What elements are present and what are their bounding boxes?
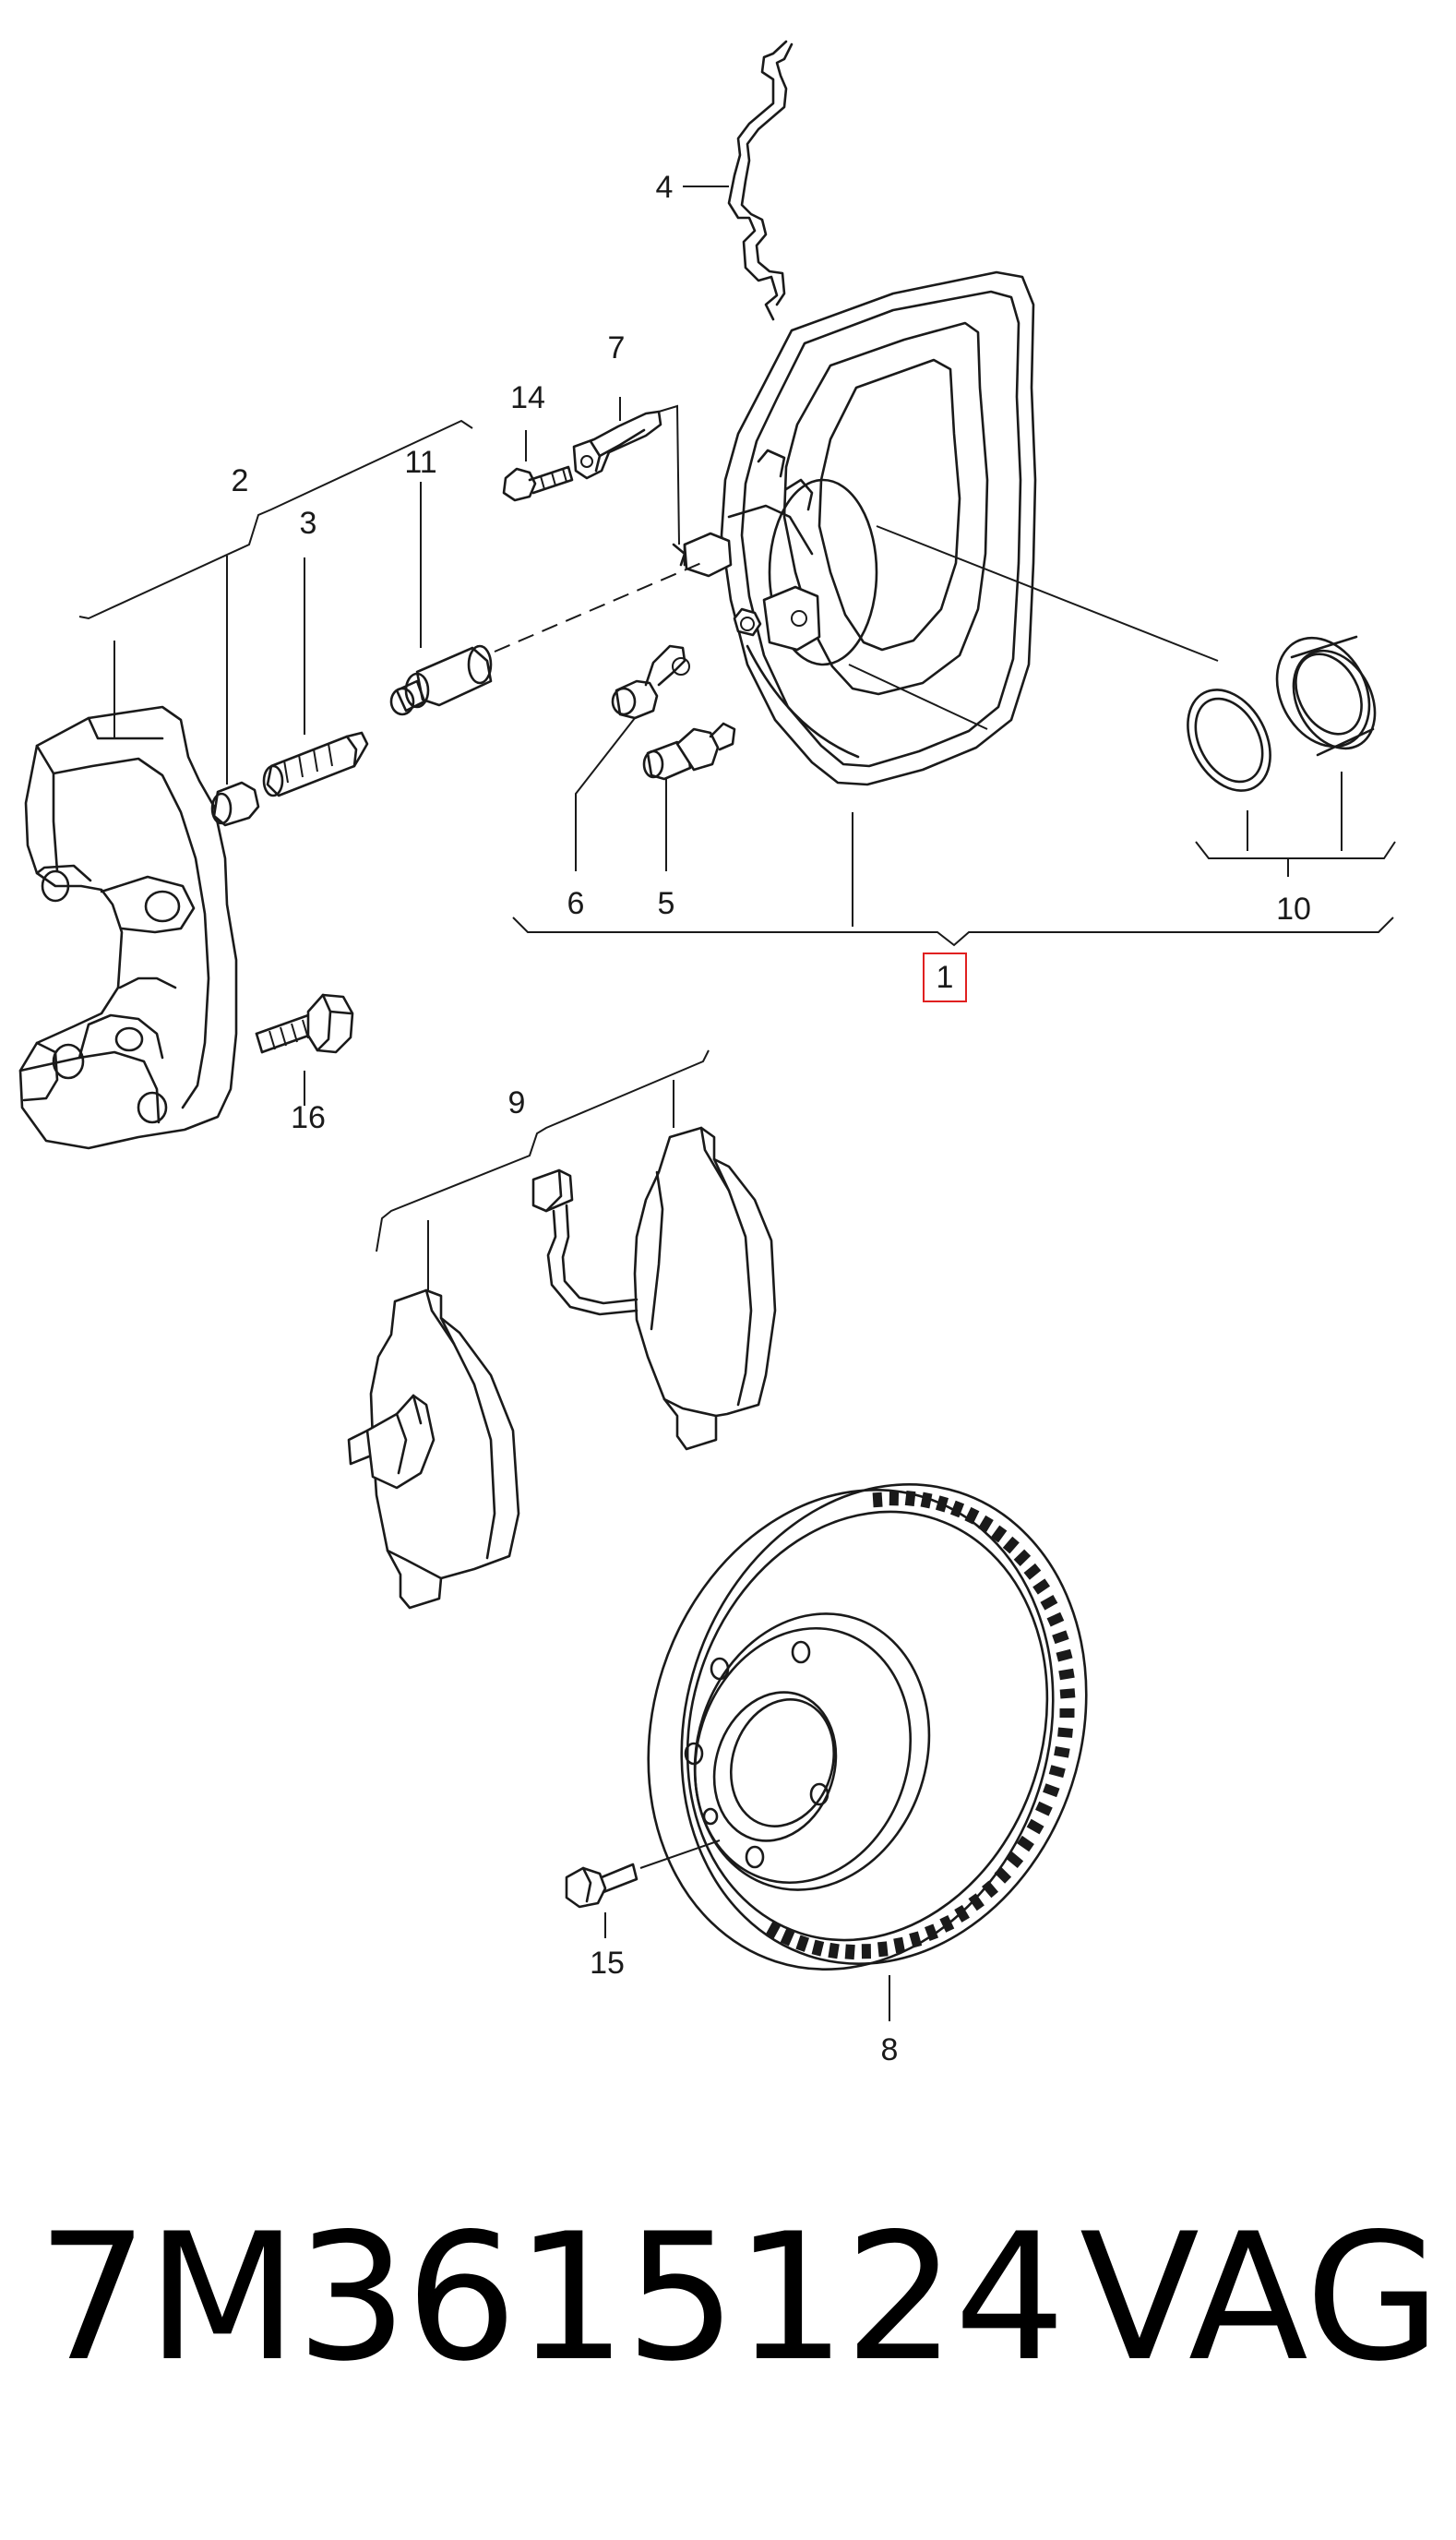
disc-vent-slot bbox=[1054, 1745, 1070, 1758]
disc-vent-slot bbox=[1006, 1851, 1024, 1869]
callout-8[interactable]: 8 bbox=[881, 2032, 899, 2067]
disc-vent-slot bbox=[893, 1936, 905, 1954]
part-number-caption: 7M3615124 bbox=[37, 2196, 1066, 2400]
callout-10[interactable]: 10 bbox=[1276, 892, 1311, 927]
disc-vent-slot bbox=[811, 1939, 825, 1957]
disc-vent-slot bbox=[828, 1942, 840, 1959]
part-1-leaders bbox=[512, 525, 1394, 947]
callout-7[interactable]: 7 bbox=[608, 330, 626, 365]
disc-vent-slot bbox=[1059, 1688, 1076, 1699]
callout-15[interactable]: 15 bbox=[590, 1946, 625, 1981]
callout-6[interactable]: 6 bbox=[567, 886, 585, 921]
part-1-caliper-housing bbox=[683, 270, 1037, 786]
part-4-guard-strip bbox=[727, 40, 794, 321]
disc-vent-slot bbox=[861, 1944, 872, 1959]
disc-vent-slot bbox=[954, 1904, 970, 1923]
disc-vent-slot bbox=[780, 1928, 795, 1947]
part-10-seal-kit bbox=[1187, 635, 1396, 877]
disc-vent-slot bbox=[795, 1935, 810, 1952]
part-6-bleed-cap bbox=[575, 644, 690, 871]
disc-vent-slot bbox=[1032, 1578, 1051, 1595]
disc-vent-slot bbox=[994, 1866, 1012, 1884]
disc-vent-slot bbox=[982, 1880, 998, 1899]
callout-5[interactable]: 5 bbox=[658, 886, 675, 921]
brake-assembly-diagram: 1 2 3 4 5 6 7 8 9 10 11 14 15 16 bbox=[18, 40, 1396, 2067]
disc-vent-slot bbox=[1035, 1801, 1053, 1816]
callout-16[interactable]: 16 bbox=[291, 1100, 326, 1135]
disc-vent-slot bbox=[872, 1492, 883, 1508]
disc-vent-slot bbox=[920, 1492, 933, 1509]
disc-vent-slot bbox=[1040, 1595, 1058, 1611]
callout-1-highlight bbox=[923, 952, 967, 1002]
part-5-bleeder-screw bbox=[642, 722, 736, 871]
disc-vent-slot bbox=[1059, 1707, 1075, 1719]
disc-vent-slot bbox=[1058, 1668, 1075, 1681]
disc-vent-slot bbox=[909, 1931, 923, 1948]
part-2-caliper-carrier bbox=[18, 705, 238, 1150]
callout-14[interactable]: 14 bbox=[510, 380, 545, 415]
part-11-guide-sleeve bbox=[389, 562, 702, 716]
disc-vent-slot bbox=[889, 1491, 900, 1506]
part-14-screw bbox=[502, 430, 574, 502]
disc-vent-slot bbox=[1017, 1835, 1034, 1852]
disc-vent-slot bbox=[968, 1893, 985, 1911]
part-16-carrier-bolt bbox=[255, 993, 354, 1106]
callout-1[interactable]: 1 bbox=[937, 960, 954, 995]
disc-vent-slot bbox=[1046, 1611, 1065, 1627]
disc-vent-slot bbox=[964, 1506, 980, 1525]
disc-vent-slot bbox=[877, 1941, 889, 1958]
part-8-brake-disc bbox=[647, 1483, 1088, 2021]
callout-4[interactable]: 4 bbox=[656, 170, 674, 205]
disc-vent-slot bbox=[977, 1515, 994, 1533]
disc-vent-slot bbox=[844, 1944, 855, 1960]
callout-3[interactable]: 3 bbox=[300, 506, 317, 541]
disc-ventilation-slots bbox=[765, 1490, 1076, 1960]
disc-vent-slot bbox=[939, 1915, 955, 1933]
callout-labels: 1 2 3 4 5 6 7 8 9 10 11 14 15 16 bbox=[232, 170, 1311, 2067]
disc-vent-slot bbox=[1043, 1783, 1060, 1798]
disc-vent-slot bbox=[1048, 1765, 1066, 1779]
disc-vent-slot bbox=[765, 1921, 782, 1939]
disc-vent-slot bbox=[1052, 1630, 1069, 1645]
part-2-plug bbox=[210, 781, 260, 827]
disc-vent-slot bbox=[935, 1495, 949, 1513]
disc-vent-slot bbox=[990, 1525, 1008, 1543]
disc-vent-slot bbox=[925, 1923, 938, 1942]
disc-vent-slot bbox=[949, 1500, 965, 1518]
part-9-brake-pads bbox=[347, 1049, 777, 1610]
part-15-disc-screw bbox=[565, 1839, 721, 1938]
part-2-leaders bbox=[78, 419, 473, 785]
disc-vent-slot bbox=[1026, 1818, 1044, 1835]
part-3-guide-pin bbox=[262, 731, 369, 797]
disc-vent-slot bbox=[1013, 1549, 1032, 1566]
callout-2[interactable]: 2 bbox=[232, 463, 249, 498]
part-7-retaining-clip bbox=[572, 397, 686, 567]
callout-11[interactable]: 11 bbox=[404, 445, 436, 480]
disc-vent-slot bbox=[1023, 1563, 1042, 1580]
disc-vent-slot bbox=[904, 1490, 916, 1507]
disc-vent-slot bbox=[1056, 1648, 1073, 1662]
callout-9[interactable]: 9 bbox=[508, 1085, 526, 1120]
disc-vent-slot bbox=[1002, 1536, 1020, 1554]
disc-vent-slot bbox=[1057, 1727, 1073, 1738]
brand-caption: VAG bbox=[1080, 2196, 1441, 2400]
